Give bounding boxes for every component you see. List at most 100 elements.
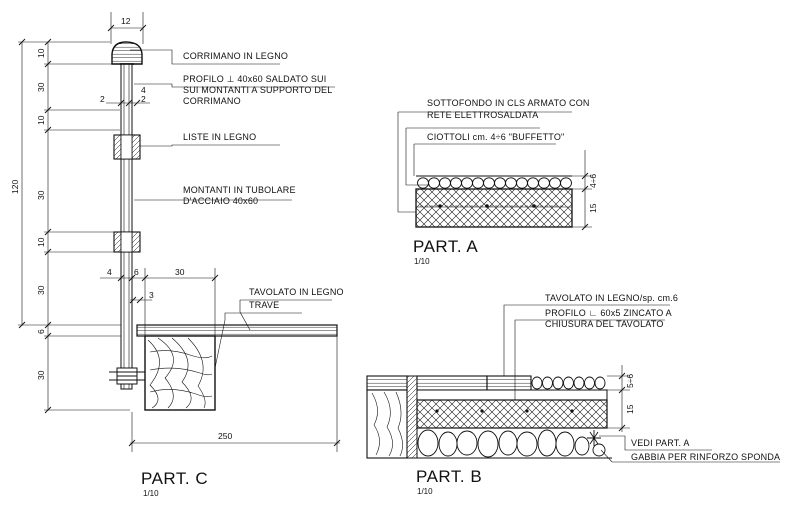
part-a-scale: 1/10 xyxy=(414,257,430,266)
svg-text:3: 3 xyxy=(149,290,154,300)
pebble xyxy=(472,177,484,189)
svg-text:250: 250 xyxy=(218,431,232,441)
part-b-layers xyxy=(407,389,612,459)
label-concrete-base-line-1: SOTTOFONDO IN CLS ARMATO CON xyxy=(427,98,590,108)
dim-horizontal-deck: 4 6 30 3 xyxy=(100,267,219,336)
dim-profile-offsets: 2 4 2 xyxy=(100,85,150,107)
timber-beam xyxy=(144,335,216,411)
svg-text:4: 4 xyxy=(107,267,112,277)
boulder xyxy=(498,430,518,456)
dim-10-middle: 10 xyxy=(36,115,46,125)
boulder xyxy=(537,429,557,457)
part-a-dims: 4÷6 15 xyxy=(572,150,598,231)
dim-250-beam-length: 250 xyxy=(128,336,341,452)
dim-30-beam: 30 xyxy=(36,370,46,380)
pebble xyxy=(428,177,440,189)
svg-text:2: 2 xyxy=(100,94,105,104)
dim-10-lower: 10 xyxy=(36,237,46,247)
pebble xyxy=(417,177,429,189)
pebble-layer-b xyxy=(531,376,606,390)
part-c-detail: 10 30 10 30 10 30 120 6 30 12 xyxy=(10,12,344,498)
label-b-profile-line-2: CHIUSURA DEL TAVOLATO xyxy=(545,319,664,329)
wooden-strips xyxy=(113,134,141,253)
mesh-bars xyxy=(438,204,536,208)
dim-30-middle: 30 xyxy=(36,190,46,200)
label-reinforcement-cage: GABBIA PER RINFORZO SPONDA xyxy=(631,452,780,462)
pebble xyxy=(527,177,539,189)
label-decking: TAVOLATO IN LEGNO xyxy=(249,287,344,297)
dim-12-handrail-width: 12 xyxy=(107,12,147,44)
svg-text:12: 12 xyxy=(121,16,131,26)
pebble xyxy=(450,177,462,189)
pebble xyxy=(483,177,495,189)
pebble xyxy=(584,376,595,390)
pebble xyxy=(563,376,574,390)
svg-text:15: 15 xyxy=(588,203,598,213)
part-c-scale: 1/10 xyxy=(143,489,159,498)
boulder xyxy=(417,429,439,457)
label-posts-line-2: D'ACCIAIO 40x60 xyxy=(183,196,258,206)
cage-marker xyxy=(587,430,601,446)
part-c-title: PART. C xyxy=(141,469,208,488)
dim-120-total: 120 xyxy=(10,180,20,194)
pebble xyxy=(516,177,528,189)
svg-text:4÷6: 4÷6 xyxy=(588,174,598,188)
part-b-detail: 5÷6 15 TAVOLATO IN LEGNO/sp. cm.6 PROFIL… xyxy=(366,293,780,496)
part-c-leaders xyxy=(130,49,335,369)
part-b-title: PART. B xyxy=(416,467,482,486)
pebble-layer xyxy=(417,177,572,189)
concrete-base-layer xyxy=(415,188,573,228)
part-a-title: PART. A xyxy=(413,237,478,256)
dim-30-upper: 30 xyxy=(36,82,46,92)
pebble xyxy=(505,177,517,189)
label-profile-line-2: SUI MONTANTI A SUPPORTO DEL xyxy=(183,85,332,95)
svg-text:6: 6 xyxy=(134,267,139,277)
svg-text:15: 15 xyxy=(625,404,635,414)
part-b-scale: 1/10 xyxy=(417,487,433,496)
boulder xyxy=(592,443,606,457)
boulder xyxy=(438,431,458,457)
label-pebbles: CIOTTOLI cm. 4÷6 "BUFFETTO" xyxy=(427,132,564,142)
svg-text:30: 30 xyxy=(175,267,185,277)
dim-6-deck: 6 xyxy=(36,329,46,334)
pebble xyxy=(538,177,550,189)
steel-tube-post xyxy=(120,63,134,390)
boulder xyxy=(516,431,538,457)
label-b-decking: TAVOLATO IN LEGNO/sp. cm.6 xyxy=(545,293,678,303)
label-b-profile-line-1: PROFILO ∟ 60x5 ZINCATO A xyxy=(545,308,672,318)
pebble xyxy=(531,376,543,390)
pebble xyxy=(594,376,606,390)
pebble xyxy=(549,177,561,189)
label-concrete-base-line-2: RETE ELETTROSALDATA xyxy=(427,110,539,120)
svg-text:4: 4 xyxy=(141,85,146,95)
label-beam: TRAVE xyxy=(249,300,279,310)
boulder xyxy=(477,430,499,458)
pebble xyxy=(560,177,572,189)
part-b-dims: 5÷6 15 xyxy=(607,365,635,432)
deck-boards xyxy=(416,375,532,391)
part-b-leaders xyxy=(503,304,780,463)
pebble xyxy=(573,376,585,390)
label-profile-line-3: CORRIMANO xyxy=(183,96,241,106)
pebble xyxy=(494,177,506,189)
label-profile-line-1: PROFILO ⊥ 40x60 SALDATO SUI xyxy=(183,74,326,84)
wooden-handrail xyxy=(111,41,143,65)
pebble xyxy=(461,177,473,189)
svg-text:2: 2 xyxy=(141,94,146,104)
label-posts-line-1: MONTANTI IN TUBOLARE xyxy=(183,185,296,195)
dim-10-top: 10 xyxy=(36,48,46,58)
dim-30-lower: 30 xyxy=(36,285,46,295)
zinc-profile xyxy=(406,375,418,459)
reinforcement-cage xyxy=(417,429,606,458)
part-c-vertical-dimensions: 10 30 10 30 10 30 120 6 30 xyxy=(10,38,130,414)
pebble xyxy=(542,376,553,390)
boulder xyxy=(555,431,575,457)
base-bolt-plate xyxy=(109,367,145,385)
label-wooden-strips: LISTE IN LEGNO xyxy=(183,132,256,142)
label-see-part-a: VEDI PART. A xyxy=(631,438,690,448)
deck-plank xyxy=(136,324,338,337)
pebble xyxy=(552,376,564,390)
pebble xyxy=(439,177,451,189)
part-a-detail: 4÷6 15 SOTTOFONDO IN CLS ARMATO CON RETE… xyxy=(397,98,598,266)
